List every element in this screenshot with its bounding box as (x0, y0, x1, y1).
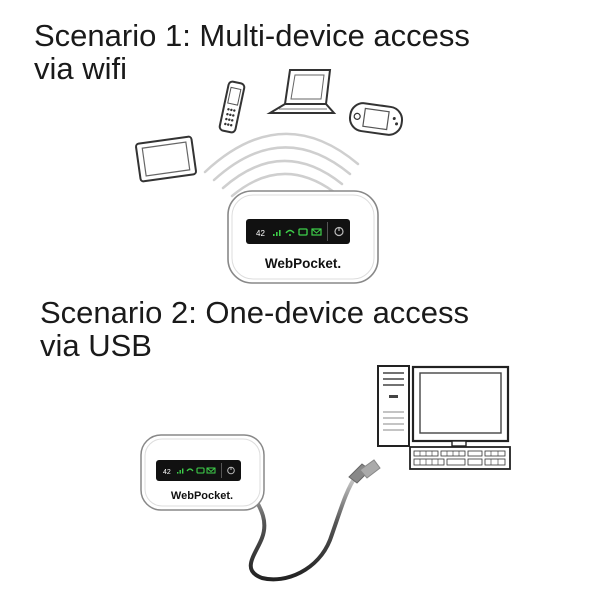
router-2-brand-label: WebPocket. (171, 490, 233, 502)
router-2-power-button-icon (227, 466, 235, 475)
scenario-2-title: Scenario 2: One-device access via USB (40, 296, 580, 362)
scenario-1-title: Scenario 1: Multi-device access via wifi (34, 19, 574, 85)
computer-tower (377, 365, 410, 447)
keyboard (409, 446, 511, 470)
mifi-router-1: 42 WebPocket. (227, 190, 379, 284)
router-2-signal-bars-icon (177, 468, 184, 474)
scenario-1-title-line-2: via wifi (34, 51, 128, 86)
usb-cable (248, 474, 358, 582)
router-2-display-number: 42 (163, 469, 171, 476)
router-display (246, 219, 350, 244)
router-brand-label: WebPocket. (265, 256, 341, 271)
message-indicator-icon (311, 228, 322, 236)
desktop-computer-icon (377, 365, 511, 470)
usb-cable-icon (248, 459, 381, 582)
router-2-battery-indicator-icon (196, 467, 205, 474)
laptop-icon (266, 69, 337, 114)
tablet-icon (135, 135, 197, 183)
battery-indicator-icon (298, 228, 308, 236)
mobile-phone-icon (218, 80, 246, 134)
scenario-2-title-line-2: via USB (40, 328, 152, 363)
wifi-waves-icon (203, 132, 360, 198)
router-2-display (156, 460, 241, 481)
wifi-indicator-icon (285, 229, 295, 234)
signal-bars-icon (273, 230, 281, 236)
router-display-number: 42 (256, 229, 265, 238)
router-2-wifi-indicator-icon (186, 468, 194, 472)
router-2-message-indicator-icon (206, 467, 216, 474)
scenario-1-title-line-1: Scenario 1: Multi-device access (34, 18, 470, 53)
handheld-console-icon (348, 102, 404, 136)
power-button-icon (334, 226, 344, 237)
mifi-router-2: 42 WebPocket. (140, 434, 265, 511)
scenario-2-title-line-1: Scenario 2: One-device access (40, 295, 470, 330)
